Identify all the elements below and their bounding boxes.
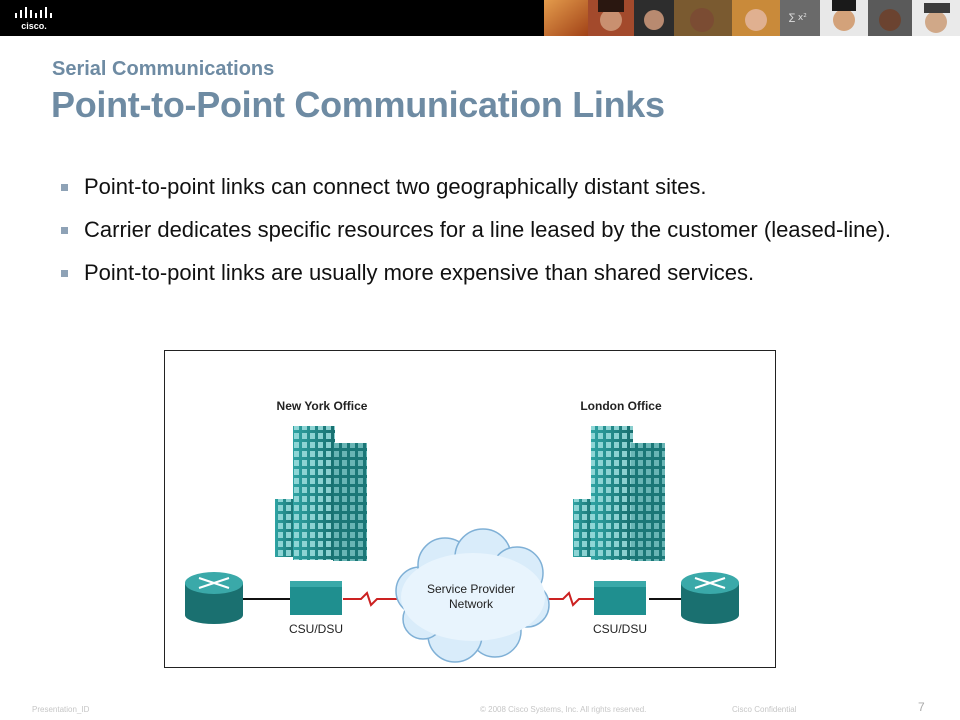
footer-copyright: © 2008 Cisco Systems, Inc. All rights re…	[480, 705, 647, 714]
serial-link-right-icon	[543, 591, 595, 607]
bullet-item: Point-to-point links can connect two geo…	[60, 172, 920, 202]
network-diagram: New York Office London Office	[164, 350, 776, 668]
footer-confidential: Cisco Confidential	[732, 705, 797, 714]
left-csu-dsu-icon	[290, 581, 342, 615]
bullet-marker-icon	[61, 227, 68, 234]
diagram-canvas: New York Office London Office	[185, 399, 739, 663]
left-router-icon	[185, 572, 243, 624]
left-csu-dsu-label: CSU/DSU	[289, 622, 343, 636]
slide-subtitle: Serial Communications	[52, 58, 275, 80]
serial-link-left-icon	[343, 591, 397, 607]
cloud-label-line1: Service Provider	[427, 582, 515, 596]
bullet-marker-icon	[61, 184, 68, 191]
right-csu-dsu-icon	[594, 581, 646, 615]
bullet-item: Carrier dedicates specific resources for…	[60, 215, 920, 245]
page-number: 7	[918, 700, 925, 714]
new-york-office-label: New York Office	[277, 399, 368, 413]
bullet-marker-icon	[61, 270, 68, 277]
right-router-icon	[681, 572, 739, 624]
svg-text:∑ x²: ∑ x²	[789, 13, 807, 23]
slide-title: Point-to-Point Communication Links	[51, 84, 665, 125]
svg-text:cisco.: cisco.	[21, 21, 47, 31]
cloud-label-line2: Network	[449, 597, 494, 611]
london-building-icon	[573, 426, 665, 561]
top-banner: cisco. ∑ x²	[0, 0, 960, 36]
london-office-label: London Office	[580, 399, 662, 413]
photo-strip: ∑ x²	[544, 0, 960, 36]
right-csu-dsu-label: CSU/DSU	[593, 622, 647, 636]
bullet-text: Point-to-point links are usually more ex…	[84, 260, 755, 285]
cloud-icon	[395, 528, 550, 663]
bullet-list: Point-to-point links can connect two geo…	[60, 172, 920, 301]
bullet-text: Point-to-point links can connect two geo…	[84, 174, 707, 199]
cisco-logo: cisco.	[15, 7, 52, 31]
new-york-building-icon	[275, 426, 367, 561]
footer-presentation-id: Presentation_ID	[32, 705, 90, 714]
bullet-item: Point-to-point links are usually more ex…	[60, 258, 920, 288]
bullet-text: Carrier dedicates specific resources for…	[84, 217, 892, 242]
